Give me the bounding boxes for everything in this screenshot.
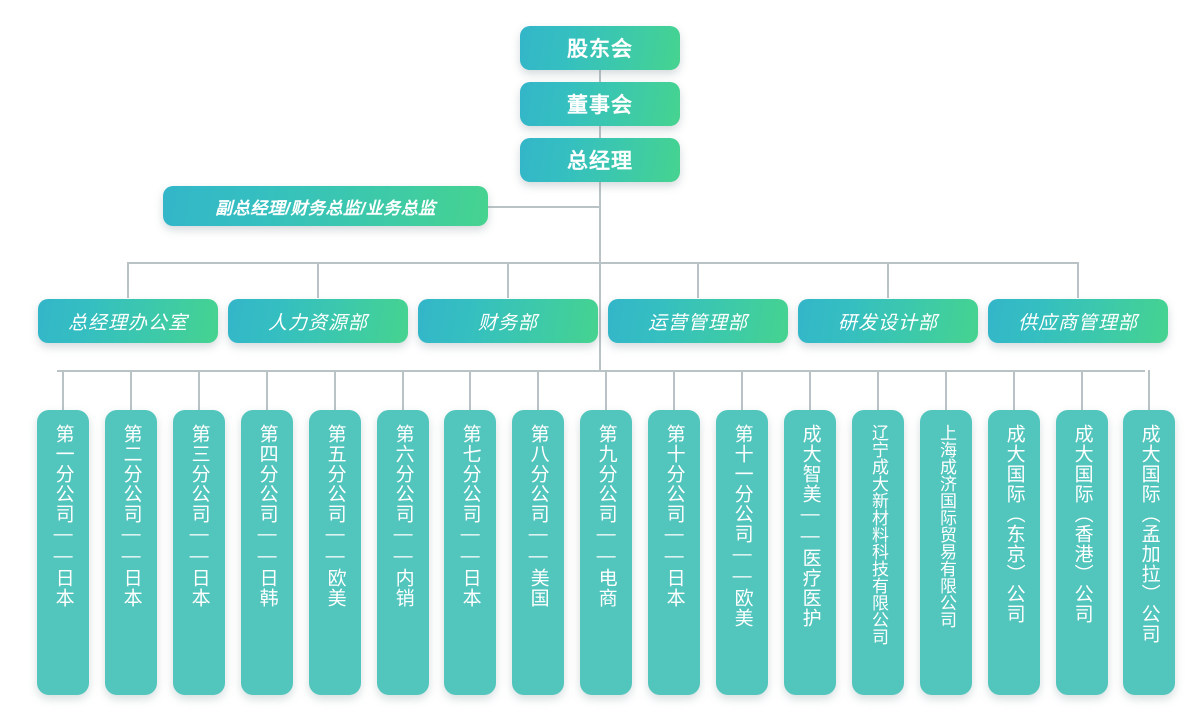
subsidiary-drop-14	[945, 370, 947, 410]
node-label: 财务部	[477, 312, 538, 334]
node-subsidiary-14[interactable]: 上海成济国际贸易有限公司	[920, 410, 972, 695]
subsidiary-drop-7	[469, 370, 471, 410]
node-label: 成大国际（香港）公司	[1071, 424, 1093, 624]
node-shareholders-meeting[interactable]: 股东会	[520, 26, 680, 70]
subsidiary-drop-3	[198, 370, 200, 410]
node-subsidiary-6[interactable]: 第六分公司——内销	[377, 410, 429, 695]
node-board-of-directors[interactable]: 董事会	[520, 82, 680, 126]
subsidiary-drop-12	[809, 370, 811, 410]
subsidiary-drop-5	[334, 370, 336, 410]
department-drop-6	[1077, 262, 1079, 298]
subsidiary-bus-line	[57, 370, 1145, 372]
subsidiary-drop-9	[605, 370, 607, 410]
node-label: 董事会	[567, 94, 633, 117]
node-label: 第五分公司——欧美	[324, 424, 346, 608]
node-subsidiary-1[interactable]: 第一分公司——日本	[37, 410, 89, 695]
subsidiary-drop-15	[1013, 370, 1015, 410]
department-drop-4	[697, 262, 699, 298]
node-subsidiary-5[interactable]: 第五分公司——欧美	[309, 410, 361, 695]
subsidiary-drop-17	[1148, 370, 1150, 410]
node-label: 第三分公司——日本	[188, 424, 210, 608]
subsidiary-drop-16	[1081, 370, 1083, 410]
subsidiary-drop-4	[266, 370, 268, 410]
spine-line-top	[599, 70, 601, 88]
node-label: 成大国际（东京）公司	[1003, 424, 1025, 624]
node-label: 总经理办公室	[67, 312, 188, 334]
node-dept-gm-office[interactable]: 总经理办公室	[38, 299, 218, 343]
node-label: 研发设计部	[837, 312, 938, 334]
subsidiary-drop-6	[402, 370, 404, 410]
node-subsidiary-8[interactable]: 第八分公司——美国	[512, 410, 564, 695]
node-subsidiary-4[interactable]: 第四分公司——日韩	[241, 410, 293, 695]
node-dept-rd-design[interactable]: 研发设计部	[798, 299, 978, 343]
node-label: 成大智美——医疗医护	[799, 424, 821, 628]
node-subsidiary-9[interactable]: 第九分公司——电商	[580, 410, 632, 695]
subsidiary-drop-8	[537, 370, 539, 410]
staff-connector-line	[488, 206, 600, 208]
node-label: 成大国际（孟加拉）公司	[1138, 424, 1160, 644]
node-label: 第二分公司——日本	[120, 424, 142, 608]
node-dept-human-resources[interactable]: 人力资源部	[228, 299, 408, 343]
node-dept-supplier-management[interactable]: 供应商管理部	[988, 299, 1168, 343]
subsidiary-drop-1	[62, 370, 64, 410]
subsidiary-drop-2	[130, 370, 132, 410]
node-subsidiary-2[interactable]: 第二分公司——日本	[105, 410, 157, 695]
department-drop-3	[507, 262, 509, 298]
node-subsidiary-17[interactable]: 成大国际（孟加拉）公司	[1123, 410, 1175, 695]
node-subsidiary-12[interactable]: 成大智美——医疗医护	[784, 410, 836, 695]
node-label: 总经理	[567, 150, 633, 173]
node-label: 第一分公司——日本	[52, 424, 74, 608]
node-dept-finance[interactable]: 财务部	[418, 299, 598, 343]
node-label: 第八分公司——美国	[527, 424, 549, 608]
node-label: 第七分公司——日本	[459, 424, 481, 608]
department-drop-5	[887, 262, 889, 298]
node-label: 副总经理/财务总监/业务总监	[215, 198, 436, 218]
spine-line-lower	[599, 182, 601, 372]
node-label: 第十分公司——日本	[663, 424, 685, 608]
node-label: 股东会	[567, 38, 633, 61]
node-subsidiary-13[interactable]: 辽宁成大新材料科技有限公司	[852, 410, 904, 695]
node-subsidiary-15[interactable]: 成大国际（东京）公司	[988, 410, 1040, 695]
node-label: 上海成济国际贸易有限公司	[937, 424, 956, 628]
subsidiary-drop-11	[741, 370, 743, 410]
node-dept-operations-management[interactable]: 运营管理部	[608, 299, 788, 343]
node-label: 供应商管理部	[1017, 312, 1138, 334]
spine-line-mid	[599, 126, 601, 144]
node-general-manager[interactable]: 总经理	[520, 138, 680, 182]
node-subsidiary-11[interactable]: 第十一分公司——欧美	[716, 410, 768, 695]
node-label: 人力资源部	[267, 312, 368, 334]
department-drop-2	[317, 262, 319, 298]
department-drop-1	[127, 262, 129, 298]
node-subsidiary-7[interactable]: 第七分公司——日本	[444, 410, 496, 695]
node-label: 辽宁成大新材料科技有限公司	[869, 424, 888, 645]
node-label: 第四分公司——日韩	[256, 424, 278, 608]
node-label: 第十一分公司——欧美	[731, 424, 753, 628]
node-subsidiary-3[interactable]: 第三分公司——日本	[173, 410, 225, 695]
node-subsidiary-16[interactable]: 成大国际（香港）公司	[1056, 410, 1108, 695]
node-label: 第六分公司——内销	[392, 424, 414, 608]
department-bus-line	[127, 262, 1078, 264]
subsidiary-drop-10	[673, 370, 675, 410]
subsidiary-drop-13	[877, 370, 879, 410]
node-label: 运营管理部	[647, 312, 748, 334]
node-subsidiary-10[interactable]: 第十分公司——日本	[648, 410, 700, 695]
node-label: 第九分公司——电商	[595, 424, 617, 608]
node-deputy-gm-finance-business-director[interactable]: 副总经理/财务总监/业务总监	[163, 186, 488, 226]
